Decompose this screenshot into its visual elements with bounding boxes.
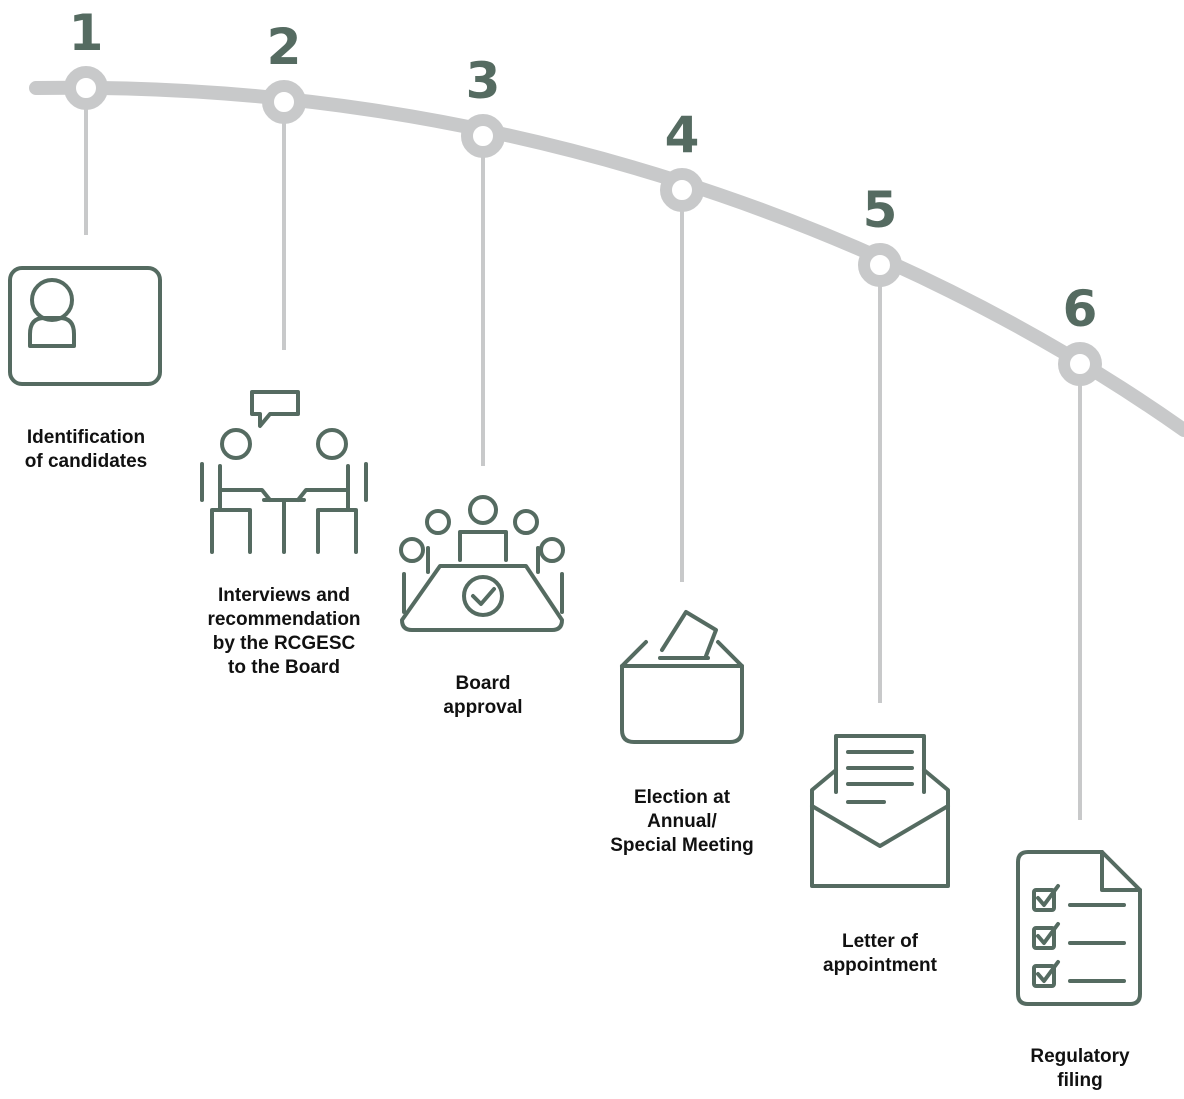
timeline-node-6	[1058, 342, 1102, 386]
step-number-2: 2	[266, 18, 302, 76]
step-label-5: Letter of appointment	[823, 931, 937, 976]
timeline-nodes	[64, 66, 1102, 386]
step-label-2: Interviews and recommendation by the RCG…	[207, 585, 361, 678]
checklist-document-icon	[1016, 850, 1142, 1006]
timeline-node-4	[660, 168, 704, 212]
step-number-5: 5	[862, 181, 898, 239]
id-card-icon	[8, 266, 162, 386]
timeline-node-5	[858, 243, 902, 287]
ballot-box-icon	[620, 610, 744, 744]
timeline-node-2	[262, 80, 306, 124]
envelope-letter-icon	[810, 734, 950, 888]
timeline-track	[29, 80, 1184, 437]
timeline-node-1	[64, 66, 108, 110]
interview-icon	[200, 390, 368, 554]
step-number-3: 3	[465, 52, 501, 110]
timeline-node-3	[461, 114, 505, 158]
step-number-6: 6	[1062, 280, 1098, 338]
step-label-4: Election at Annual/ Special Meeting	[610, 787, 754, 856]
board-meeting-icon	[399, 495, 565, 632]
step-number-1: 1	[68, 4, 104, 62]
connector-lines	[84, 88, 1082, 820]
step-label-1: Identification of candidates	[24, 427, 148, 472]
step-number-4: 4	[664, 106, 700, 164]
step-label-3: Board approval	[443, 673, 523, 718]
step-label-6: Regulatory filing	[1030, 1046, 1130, 1091]
